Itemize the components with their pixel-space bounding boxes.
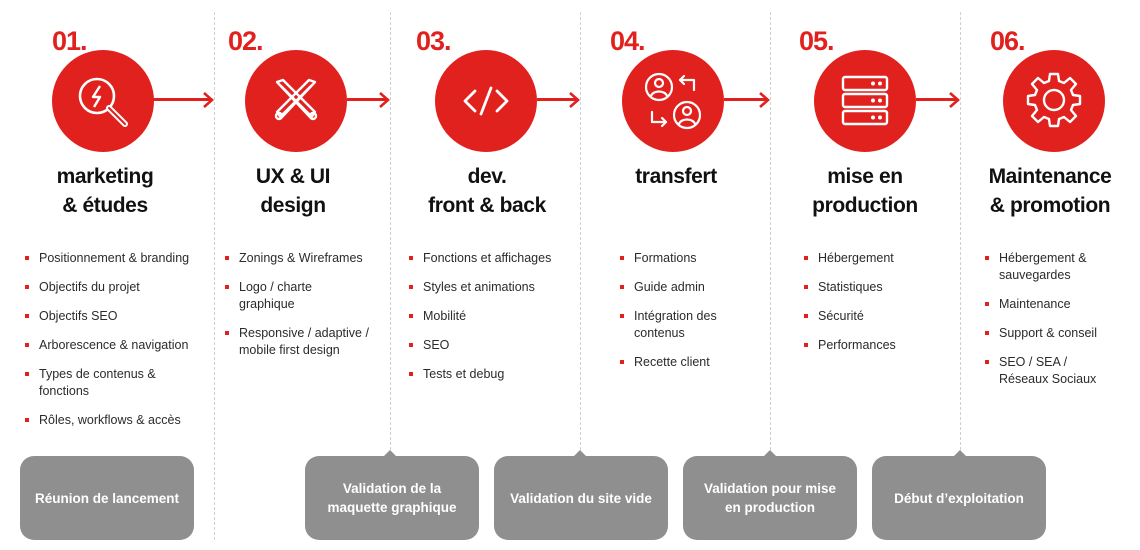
milestone-badge: Validation de la maquette graphique <box>305 450 479 540</box>
milestone-badge: Début d’exploitation <box>872 450 1046 540</box>
server-icon <box>841 75 889 126</box>
user-transfer-icon <box>644 72 702 130</box>
list-item: Objectifs SEO <box>25 308 213 325</box>
gear-icon <box>1026 72 1082 128</box>
step-item-list: Positionnement & branding Objectifs du p… <box>25 250 213 441</box>
chevron-right-icon <box>759 92 770 108</box>
process-connector-line <box>724 98 768 101</box>
step-title: transfert <box>581 162 771 191</box>
list-item: Mobilité <box>409 308 577 325</box>
list-item: Statistiques <box>804 279 944 296</box>
step-icon-circle <box>435 50 537 152</box>
process-connector-line <box>537 98 578 101</box>
pen-tools-icon <box>274 78 318 121</box>
step-title-line: mise en <box>827 165 903 188</box>
step-icon-circle <box>622 50 724 152</box>
milestone-badge: Validation pour mise en production <box>683 450 857 540</box>
step-icon-circle <box>1003 50 1105 152</box>
step-item-list: Formations Guide admin Intégration des c… <box>620 250 750 383</box>
list-item: Hébergement & sauvegardes <box>985 250 1109 284</box>
process-connector-line <box>152 98 212 101</box>
list-item: Arborescence & navigation <box>25 337 213 354</box>
step-title-line: production <box>812 194 918 217</box>
step-number: 05. <box>799 26 835 56</box>
list-item: Recette client <box>620 354 750 371</box>
step-title-line: UX & UI <box>255 165 331 188</box>
step-number: 02. <box>228 26 264 56</box>
step-icon-circle <box>245 50 347 152</box>
code-icon <box>463 86 509 116</box>
process-connector-line <box>347 98 388 101</box>
step-title-line: transfert <box>635 165 717 188</box>
step-icon-circle <box>52 50 154 152</box>
column-divider <box>390 12 391 540</box>
milestone-label: Début d’exploitation <box>894 490 1024 506</box>
step-item-list: Hébergement Statistiques Sécurité Perfor… <box>804 250 944 366</box>
step-item-list: Fonctions et affichages Styles et animat… <box>409 250 577 395</box>
column-divider <box>580 12 581 540</box>
milestone-label: Validation pour mise en production <box>703 481 837 515</box>
column-divider <box>214 12 215 540</box>
step-title: dev. front & back <box>392 162 582 220</box>
step-title-line: front & back <box>428 194 546 217</box>
column-divider <box>960 12 961 540</box>
step-number: 06. <box>990 26 1026 56</box>
step-title-line: marketing <box>56 165 154 188</box>
step-title: Maintenance & promotion <box>955 162 1140 220</box>
list-item: Types de contenus & fonctions <box>25 366 167 400</box>
step-number: 03. <box>416 26 452 56</box>
milestone-badge: Réunion de lancement <box>20 456 194 540</box>
list-item: Intégration des contenus <box>620 308 734 342</box>
list-item: Tests et debug <box>409 366 577 383</box>
list-item: Formations <box>620 250 750 267</box>
lightning-magnifier-icon <box>78 77 128 127</box>
step-title: marketing & études <box>10 162 200 220</box>
list-item: Styles et animations <box>409 279 577 296</box>
chevron-right-icon <box>203 92 214 108</box>
milestone-label: Réunion de lancement <box>34 490 180 506</box>
step-title-line: & promotion <box>989 194 1111 217</box>
chevron-right-icon <box>379 92 390 108</box>
list-item: Logo / charte graphique <box>225 279 339 313</box>
list-item: Responsive / adaptive / mobile first des… <box>225 325 385 359</box>
step-title: UX & UI design <box>198 162 388 220</box>
step-title-line: Maintenance <box>988 165 1112 188</box>
milestone-label: Validation du site vide <box>510 490 652 506</box>
list-item: SEO <box>409 337 577 354</box>
step-number: 04. <box>610 26 646 56</box>
step-title: mise en production <box>770 162 960 220</box>
step-title-line: dev. <box>467 165 507 188</box>
step-number: 01. <box>52 26 88 56</box>
list-item: Fonctions et affichages <box>409 250 577 267</box>
list-item: Rôles, workflows & accès <box>25 412 213 429</box>
list-item: Positionnement & branding <box>25 250 213 267</box>
list-item: SEO / SEA / Réseaux Sociaux <box>985 354 1109 388</box>
step-item-list: Hébergement & sauvegardes Maintenance Su… <box>985 250 1125 400</box>
process-connector-line <box>916 98 958 101</box>
list-item: Maintenance <box>985 296 1125 313</box>
list-item: Zonings & Wireframes <box>225 250 385 267</box>
milestone-badge: Validation du site vide <box>494 450 668 540</box>
step-item-list: Zonings & Wireframes Logo / charte graph… <box>225 250 385 371</box>
column-divider <box>770 12 771 540</box>
list-item: Guide admin <box>620 279 750 296</box>
list-item: Hébergement <box>804 250 944 267</box>
step-title-line: & études <box>62 194 148 217</box>
step-title-line: design <box>260 194 326 217</box>
chevron-right-icon <box>569 92 580 108</box>
list-item: Objectifs du projet <box>25 279 213 296</box>
list-item: Support & conseil <box>985 325 1125 342</box>
step-icon-circle <box>814 50 916 152</box>
list-item: Performances <box>804 337 944 354</box>
chevron-right-icon <box>949 92 960 108</box>
list-item: Sécurité <box>804 308 944 325</box>
milestone-label: Validation de la maquette graphique <box>327 481 457 515</box>
